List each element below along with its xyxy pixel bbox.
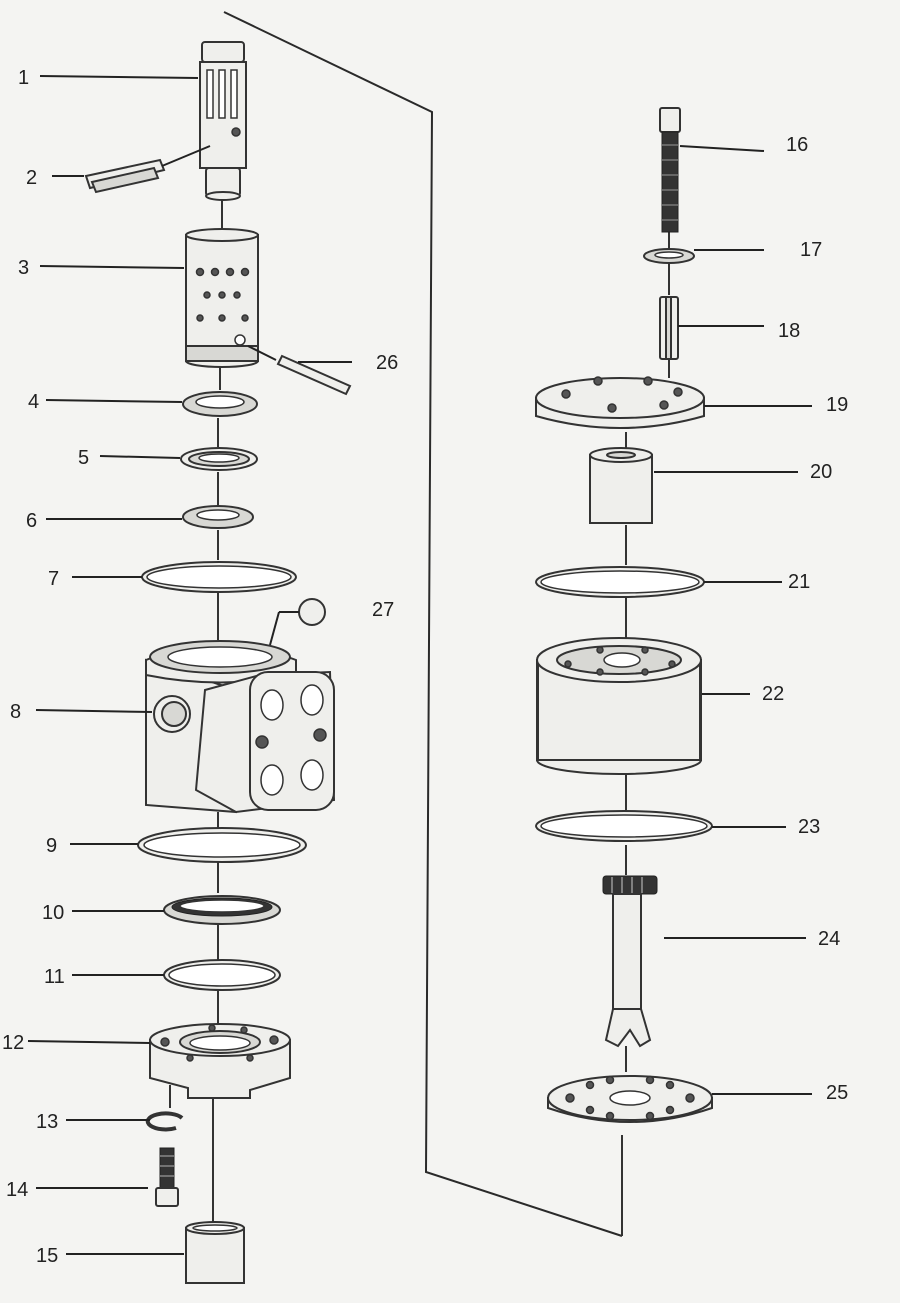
- part-6-thrust-washer: [182, 505, 254, 529]
- part-3-sleeve: [185, 228, 259, 368]
- part-13-retaining-ring: [145, 1111, 184, 1132]
- part-12-flange: [149, 1023, 291, 1099]
- label-27: 27: [372, 599, 394, 621]
- label-21: 21: [788, 571, 810, 593]
- leader-lines: [27, 75, 812, 1255]
- label-18: 18: [778, 320, 800, 342]
- label-22: 22: [762, 683, 784, 705]
- part-2-springs: [84, 145, 211, 194]
- part-14-screw: [155, 1147, 179, 1207]
- part-8-housing: [145, 640, 336, 814]
- label-11: 11: [44, 966, 65, 988]
- part-24-drive-shaft: [602, 875, 658, 1048]
- label-16: 16: [786, 134, 808, 156]
- part-21-o-ring: [535, 566, 705, 598]
- part-22-gerotor-set: [536, 637, 702, 775]
- part-7-o-ring: [141, 561, 297, 593]
- part-10-seal: [163, 895, 281, 925]
- label-12: 12: [2, 1032, 24, 1054]
- label-26: 26: [376, 352, 398, 374]
- label-6: 6: [26, 510, 37, 532]
- part-9-o-ring: [137, 827, 307, 863]
- part-19-end-cover: [535, 376, 705, 429]
- label-20: 20: [810, 461, 832, 483]
- label-10: 10: [42, 902, 64, 924]
- label-23: 23: [798, 816, 820, 838]
- part-26-pin: [276, 354, 352, 396]
- label-9: 9: [46, 835, 57, 857]
- part-17-washer: [643, 248, 695, 264]
- part-11-o-ring: [163, 959, 281, 991]
- part-23-o-ring: [535, 810, 713, 842]
- label-4: 4: [28, 391, 39, 413]
- label-2: 2: [26, 167, 37, 189]
- label-17: 17: [800, 239, 822, 261]
- label-14: 14: [6, 1179, 28, 1201]
- label-5: 5: [78, 447, 89, 469]
- center-axes: [169, 198, 670, 1236]
- label-24: 24: [818, 928, 840, 950]
- group-boundary-line: [223, 11, 623, 1237]
- label-15: 15: [36, 1245, 58, 1267]
- part-25-plate: [547, 1075, 713, 1123]
- part-15-bushing: [185, 1221, 245, 1284]
- part-5-needle-bearing: [180, 447, 258, 471]
- label-7: 7: [48, 568, 59, 590]
- label-3: 3: [18, 257, 29, 279]
- part-18-sleeve-pin: [659, 296, 679, 360]
- part-1-spool: [199, 41, 247, 201]
- part-16-bolt: [659, 107, 681, 233]
- part-4-thrust-washer: [182, 391, 258, 417]
- label-19: 19: [826, 394, 848, 416]
- label-25: 25: [826, 1082, 848, 1104]
- part-number-labels: 1 2 3 4 5 6 7 8 9 10 11 12 13 14 15 16 1…: [2, 67, 848, 1267]
- label-8: 8: [10, 701, 21, 723]
- label-13: 13: [36, 1111, 58, 1133]
- label-1: 1: [18, 67, 29, 89]
- part-27-ball: [269, 598, 326, 646]
- part-20-spacer: [589, 447, 653, 524]
